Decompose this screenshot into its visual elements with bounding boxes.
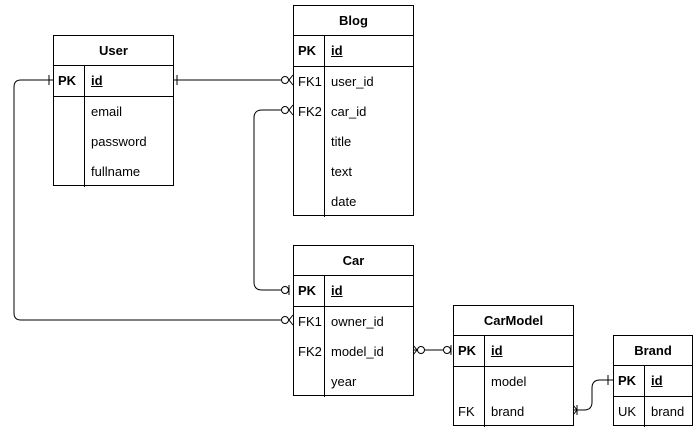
entity-user[interactable]: User PK id email password fullname [53,35,174,187]
field-name: date [331,194,357,209]
attribute-row[interactable]: FK brand [454,397,573,427]
attribute-row[interactable]: fullname [54,157,173,187]
pk-row[interactable]: PK id [294,36,413,67]
pk-label: PK [58,73,77,88]
field-name: email [91,104,123,119]
pk-label: PK [458,343,477,358]
key-label: FK [458,404,475,419]
entity-rows: PK id FK1 owner_id FK2 model_id year [294,276,413,397]
key-label [54,127,58,157]
entity-rows: PK id email password fullname [54,66,173,187]
key-label: FK2 [298,104,322,119]
key-column [454,336,485,427]
field-name: user_id [331,74,374,89]
key-column [294,36,325,217]
entity-rows: PK id UK brand [614,366,692,427]
key-label [54,97,58,127]
pk-row[interactable]: PK id [54,66,173,97]
attribute-row[interactable]: FK2 car_id [294,97,413,127]
pk-row[interactable]: PK id [294,276,413,307]
key-label: UK [618,404,637,419]
key-label [294,127,298,157]
key-column [54,66,85,187]
pk-label: PK [298,283,317,298]
field-name: brand [491,404,525,419]
pk-label: PK [298,43,317,58]
attribute-row[interactable]: title [294,127,413,157]
field-name: owner_id [331,314,384,329]
entity-brand[interactable]: Brand PK id UK brand [613,335,693,427]
attribute-row[interactable]: UK brand [614,397,692,427]
attribute-row[interactable]: email [54,97,173,127]
edge-carmodel-brand[interactable] [572,375,613,416]
pk-field: id [331,43,343,58]
pk-field: id [331,283,343,298]
field-name: model_id [331,344,384,359]
key-label [294,187,298,217]
entity-carmodel[interactable]: CarModel PK id model FK brand [453,305,574,427]
key-label: FK1 [298,74,322,89]
attribute-row[interactable]: password [54,127,173,157]
edge-car-carmodel[interactable] [412,344,452,356]
field-name: year [331,374,357,389]
attribute-row[interactable]: model [454,367,573,397]
entity-rows: PK id model FK brand [454,336,573,427]
attribute-row[interactable]: FK1 owner_id [294,307,413,337]
pk-field: id [491,343,503,358]
entity-title: Blog [294,6,413,36]
entity-rows: PK id FK1 user_id FK2 car_id title text … [294,36,413,217]
key-label: FK1 [298,314,322,329]
pk-field: id [651,373,663,388]
entity-blog[interactable]: Blog PK id FK1 user_id FK2 car_id title … [293,5,414,217]
edge-car-blog[interactable] [253,104,294,295]
edge-user-blog[interactable] [173,74,294,86]
entity-title: User [54,36,173,66]
attribute-row[interactable]: FK2 model_id [294,337,413,367]
attribute-row[interactable]: date [294,187,413,217]
field-name: text [331,164,352,179]
attribute-row[interactable]: year [294,367,413,397]
key-label [294,367,298,397]
pk-row[interactable]: PK id [454,336,573,367]
field-name: car_id [331,104,367,119]
pk-label: PK [618,373,637,388]
key-label [454,367,458,397]
entity-title: Brand [614,336,692,366]
entity-car[interactable]: Car PK id FK1 owner_id FK2 model_id year [293,245,414,397]
field-name: title [331,134,352,149]
pk-row[interactable]: PK id [614,366,692,397]
key-label [294,157,298,187]
entity-title: CarModel [454,306,573,336]
key-label: FK2 [298,344,322,359]
field-name: brand [651,404,685,419]
field-name: model [491,374,527,389]
key-column [294,276,325,397]
attribute-row[interactable]: FK1 user_id [294,67,413,97]
entity-title: Car [294,246,413,276]
field-name: password [91,134,147,149]
key-label [54,157,58,187]
field-name: fullname [91,164,141,179]
attribute-row[interactable]: text [294,157,413,187]
pk-field: id [91,73,103,88]
